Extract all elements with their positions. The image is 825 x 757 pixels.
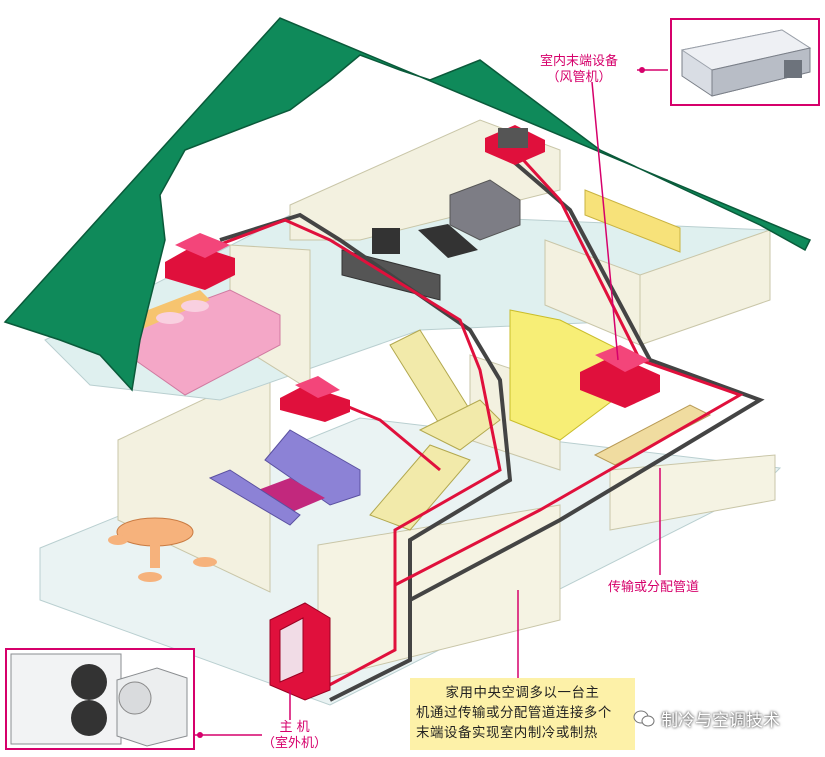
- shelf-yellow: [584, 189, 681, 253]
- sofa-purple-2: [208, 469, 301, 526]
- indoor-unit-label-line2: （风管机）: [546, 70, 612, 85]
- watermark: 制冷与空调技术: [633, 706, 780, 731]
- ducted-unit-image: [680, 29, 812, 97]
- indoor-unit-bedroom: [165, 233, 235, 290]
- indoor-callout-line: [591, 81, 619, 361]
- main-unit-label-line2: （室外机）: [262, 736, 328, 751]
- outdoor-unit-image: [10, 653, 188, 747]
- wechat-icon: [633, 710, 655, 728]
- drain-pipe: [219, 212, 513, 702]
- watermark-text: 制冷与空调技术: [661, 711, 780, 731]
- rug: [258, 478, 325, 512]
- outdoor-unit: [269, 602, 331, 701]
- outdoor-unit-photo-frame: [5, 648, 195, 750]
- description-note: 家用中央空调多以一台主 机通过传输或分配管道连接多个 末端设备实现室内制冷或制热: [410, 678, 635, 750]
- indoor-unit-photo-frame: [670, 18, 820, 106]
- ground-floor-right-wall: [609, 454, 776, 531]
- refrigerant-pipe: [204, 218, 502, 692]
- indoor-unit-label-line1: 室内末端设备: [540, 54, 619, 69]
- note-line-3: 末端设备实现室内制冷或制热: [416, 726, 598, 741]
- pipe-label: 传输或分配管道: [608, 580, 700, 595]
- staircase-landing: [418, 399, 501, 451]
- note-line-2: 机通过传输或分配管道连接多个: [416, 706, 612, 721]
- tv: [372, 228, 400, 254]
- indoor-unit-upper: [485, 125, 545, 165]
- sofa-upper: [449, 179, 521, 241]
- indoor-unit-stair: [280, 376, 350, 422]
- indoor-unit-label: 室内末端设备 （风管机）: [540, 54, 618, 86]
- roof: [3, 17, 812, 392]
- refrigerant-pipe-2: [394, 138, 744, 587]
- main-unit-label-line1: 主 机: [279, 720, 310, 735]
- staircase-lower: [369, 444, 471, 531]
- note-line-1: 家用中央空调多以一台主: [445, 686, 600, 701]
- bed-headboard: [135, 290, 210, 330]
- coffee-table-upper: [418, 224, 478, 258]
- main-unit-label: 主 机 （室外机）: [262, 720, 327, 752]
- bench: [593, 404, 712, 466]
- indoor-unit-living: [580, 345, 660, 408]
